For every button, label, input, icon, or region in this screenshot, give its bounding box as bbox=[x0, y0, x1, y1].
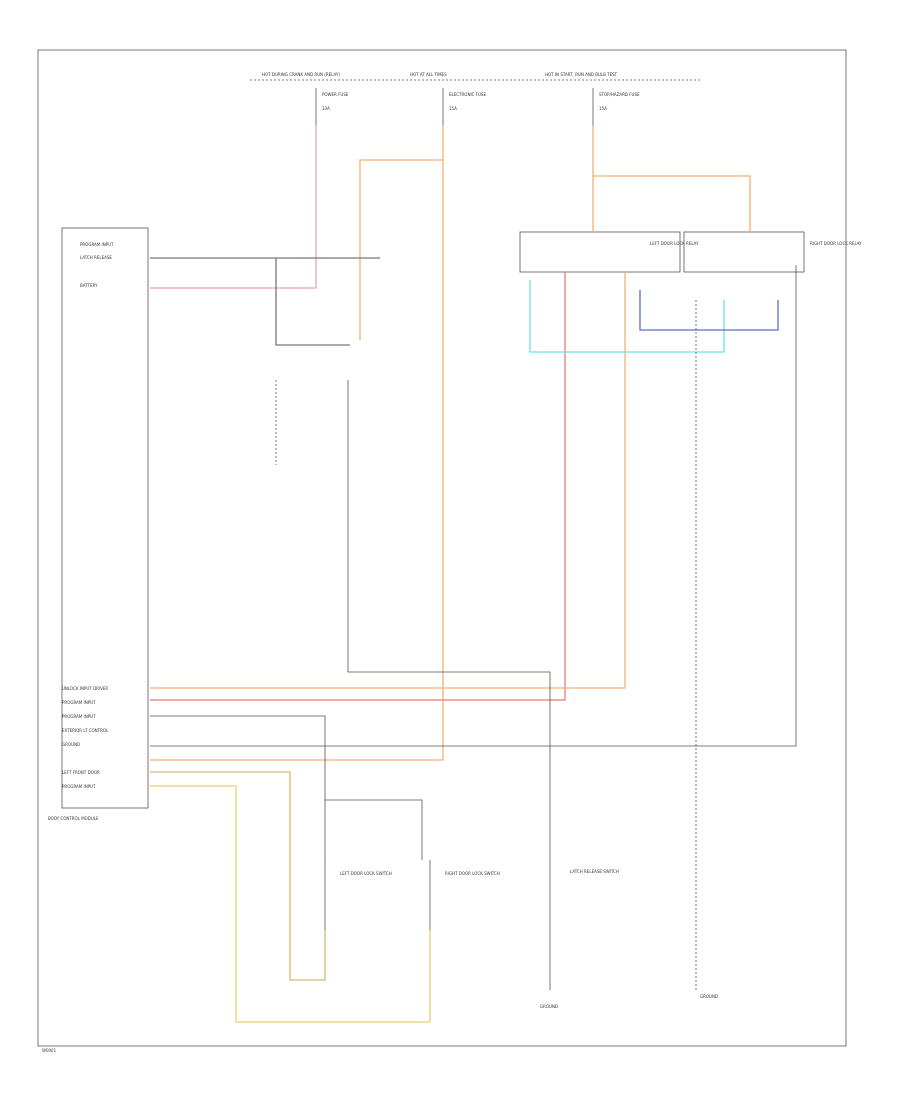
switch-right-label: RIGHT DOOR LOCK SWITCH bbox=[445, 871, 500, 876]
module-pin-bottom-4: EXTERIOR LT CONTROL bbox=[62, 728, 109, 733]
fuse-label-3: HOT IN START, RUN AND BULB TEST bbox=[545, 72, 618, 77]
latch-switch: LATCH RELEASE SWITCH bbox=[549, 860, 619, 990]
relay-left-label: LEFT DOOR LOCK RELAY bbox=[650, 241, 699, 246]
fuse-stop-hazard: STOP/HAZARD FUSE 15A bbox=[592, 88, 640, 125]
ground-right-label: GROUND bbox=[700, 994, 718, 999]
module-pin-bottom-8: PROGRAM INPUT bbox=[62, 784, 96, 789]
module-pin-bottom-5: GROUND bbox=[62, 742, 80, 747]
wire-gray-switch bbox=[275, 258, 350, 346]
wire-orange-4 bbox=[150, 272, 626, 689]
fuse-power-value: 10A bbox=[322, 106, 330, 111]
fuse-stop-hazard-value: 15A bbox=[599, 106, 607, 111]
fuse-electronic: ELECTRONIC FUSE 15A bbox=[442, 88, 486, 125]
wires bbox=[150, 125, 797, 1023]
fuse-electronic-value: 15A bbox=[449, 106, 457, 111]
relay-right-label: RIGHT DOOR LOCK RELAY bbox=[810, 241, 862, 246]
wire-cyan bbox=[529, 280, 725, 353]
fuse-stop-hazard-name: STOP/HAZARD FUSE bbox=[599, 92, 640, 97]
wire-red bbox=[150, 272, 566, 701]
latch-switch-label: LATCH RELEASE SWITCH bbox=[570, 869, 619, 874]
wire-ground bbox=[150, 265, 797, 747]
fuse-label-1: HOT DURING CRANK AND RUN (RELAY) bbox=[262, 72, 340, 77]
switch-left-label: LEFT DOOR LOCK SWITCH bbox=[340, 871, 392, 876]
module-pin-bottom-1: UNLOCK INPUT DRIVER bbox=[62, 686, 108, 691]
footer-code: W0001 bbox=[42, 1048, 57, 1053]
module-pins-bottom: UNLOCK INPUT DRIVER PROGRAM INPUT PROGRA… bbox=[62, 686, 109, 789]
relay-right: RIGHT DOOR LOCK RELAY bbox=[683, 231, 862, 273]
module-pin-top-1: PROGRAM INPUT bbox=[80, 242, 114, 247]
fuse-power: POWER FUSE 10A bbox=[315, 88, 349, 125]
relay-left: LEFT DOOR LOCK RELAY bbox=[519, 231, 699, 273]
wire-orange bbox=[359, 125, 444, 340]
module-pin-bottom-7: LEFT FRONT DOOR bbox=[62, 770, 100, 775]
module-pin-bottom-2: PROGRAM INPUT bbox=[62, 700, 96, 705]
wire-orange-3 bbox=[592, 125, 751, 232]
module-pin-top-3: BATTERY bbox=[80, 283, 98, 288]
ground-left-label: GROUND bbox=[540, 1004, 558, 1009]
wire-blue bbox=[639, 290, 779, 331]
wire-dark bbox=[347, 380, 551, 860]
fuse-power-name: POWER FUSE bbox=[322, 92, 349, 97]
wire-tan bbox=[150, 771, 326, 981]
module-pin-bottom-3: PROGRAM INPUT bbox=[62, 714, 96, 719]
switch-left: LEFT DOOR LOCK SWITCH bbox=[324, 860, 392, 930]
fuse-header: HOT DURING CRANK AND RUN (RELAY) HOT AT … bbox=[250, 72, 700, 81]
wire-orange-2 bbox=[150, 160, 444, 761]
switch-right: RIGHT DOOR LOCK SWITCH bbox=[429, 860, 500, 930]
module-label: BODY CONTROL MODULE bbox=[48, 816, 99, 821]
module-pin-top-2: LATCH RELEASE bbox=[80, 255, 112, 260]
wire-yellow bbox=[150, 785, 431, 1023]
wire-thin-switches bbox=[150, 715, 423, 860]
fuse-electronic-name: ELECTRONIC FUSE bbox=[449, 92, 486, 97]
module-pins-top: PROGRAM INPUT LATCH RELEASE BATTERY bbox=[80, 242, 114, 288]
wire-pink bbox=[150, 125, 317, 289]
fuse-label-2: HOT AT ALL TIMES bbox=[410, 72, 447, 77]
diagram-border bbox=[37, 49, 847, 1047]
body-control-module: PROGRAM INPUT LATCH RELEASE BATTERY UNLO… bbox=[48, 227, 149, 821]
